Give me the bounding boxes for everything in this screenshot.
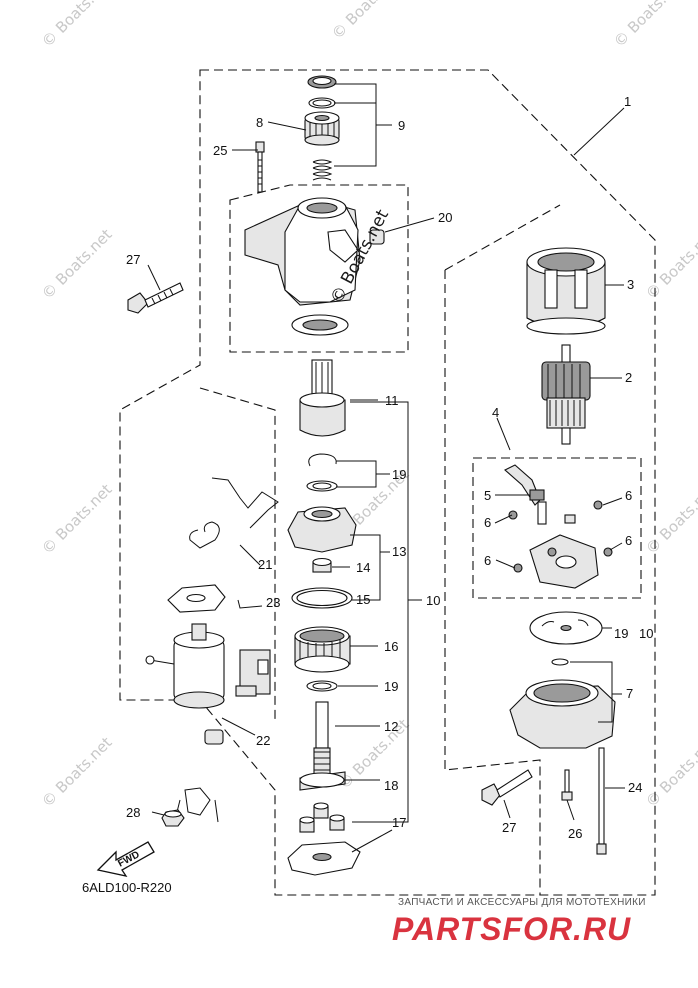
callout-bracket-13 xyxy=(332,534,390,601)
watermark-top-right: © Boats.net xyxy=(610,0,688,51)
part-19-washer-lower xyxy=(306,680,338,692)
callout-19-lower: 19 xyxy=(384,679,398,694)
part-2-armature xyxy=(541,344,591,445)
part-24-long-bolt xyxy=(596,747,607,855)
callout-18: 18 xyxy=(384,778,398,793)
callout-12: 12 xyxy=(384,719,398,734)
callout-14: 14 xyxy=(356,560,370,575)
footer-brand: ЗАПЧАСТИ И АКСЕССУАРЫ ДЛЯ МОТОТЕХНИКИ PA… xyxy=(392,897,646,947)
callout-20: 20 xyxy=(438,210,452,225)
callout-bracket-9 xyxy=(334,83,392,167)
watermark-right-middle: © Boats.net xyxy=(642,480,698,558)
callout-23: 23 xyxy=(266,595,280,610)
callout-10-b: 10 xyxy=(639,626,653,641)
callout-26: 26 xyxy=(568,826,582,841)
part-3-yoke xyxy=(526,247,606,335)
diagram-code: 6ALD100-R220 xyxy=(82,880,172,895)
watermark-left-upper: © Boats.net xyxy=(38,225,116,303)
callout-19-upper: 19 xyxy=(392,467,406,482)
callout-7: 7 xyxy=(626,686,633,701)
part-14-bearing xyxy=(312,557,332,573)
callout-21: 21 xyxy=(258,557,272,572)
callout-16: 16 xyxy=(384,639,398,654)
drive-housing-boundary xyxy=(229,184,409,353)
watermark-top-left: © Boats.net xyxy=(38,0,116,51)
callout-24: 24 xyxy=(628,780,642,795)
callout-3: 3 xyxy=(627,277,634,292)
callout-6-c: 6 xyxy=(625,533,632,548)
callout-6-a: 6 xyxy=(625,488,632,503)
part-20-drive-housing xyxy=(244,197,385,336)
fwd-arrow-icon: FWD xyxy=(96,841,155,877)
part-26-screw xyxy=(561,769,573,801)
watermark-center-2: © Boats.net xyxy=(335,715,413,793)
watermark-top-center: © Boats.net xyxy=(328,0,406,43)
watermark-left-middle: © Boats.net xyxy=(38,480,116,558)
callout-8: 8 xyxy=(256,115,263,130)
callout-15: 15 xyxy=(356,592,370,607)
callout-1: 1 xyxy=(624,94,631,109)
callout-25: 25 xyxy=(213,143,227,158)
callout-bracket-10 xyxy=(335,401,422,823)
callout-27-lower: 27 xyxy=(502,820,516,835)
callout-4: 4 xyxy=(492,405,499,420)
callout-labels: 1 8 9 25 20 27 3 2 11 4 19 5 6 6 6 13 6 … xyxy=(126,94,653,841)
left-middle-boundary xyxy=(199,387,276,720)
callout-13: 13 xyxy=(392,544,406,559)
callout-5: 5 xyxy=(484,488,491,503)
watermark-left-lower: © Boats.net xyxy=(38,733,116,811)
part-19-end-plate xyxy=(529,611,603,645)
brand-subtitle: ЗАПЧАСТИ И АКСЕССУАРЫ ДЛЯ МОТОТЕХНИКИ xyxy=(398,897,646,908)
callout-bracket-7 xyxy=(570,661,622,723)
brush-holder-boundary xyxy=(472,457,642,599)
callout-bracket-19 xyxy=(336,460,390,488)
assembly-outer-boundary xyxy=(119,69,656,896)
part-15-ring xyxy=(291,587,353,609)
callout-9: 9 xyxy=(398,118,405,133)
callout-28: 28 xyxy=(126,805,140,820)
callout-27-upper: 27 xyxy=(126,252,140,267)
leader-lines xyxy=(147,107,625,821)
part-4-brush-holder xyxy=(504,464,613,589)
callout-6-d: 6 xyxy=(484,553,491,568)
part-25-bolt xyxy=(255,141,265,193)
part-11-shaft xyxy=(299,359,346,437)
watermark-right-upper: © Boats.net xyxy=(642,225,698,303)
callout-19-right: 19 xyxy=(614,626,628,641)
callout-bracket-17 xyxy=(351,829,393,853)
part-7-end-cover xyxy=(509,658,616,749)
callout-22: 22 xyxy=(256,733,270,748)
callout-11: 11 xyxy=(385,393,399,408)
callout-6-b: 6 xyxy=(484,515,491,530)
part-27-bolt-lower xyxy=(481,769,533,806)
part-17-plate xyxy=(287,841,361,876)
brand-name: PARTSFOR.RU xyxy=(392,911,631,947)
part-19-clip-washer-upper xyxy=(306,453,338,492)
callout-17: 17 xyxy=(392,815,406,830)
part-18-planet-gears xyxy=(299,802,345,833)
part-21-lever xyxy=(189,477,279,549)
part-magnetic-switch xyxy=(145,623,225,745)
part-12-shaft xyxy=(299,701,346,791)
callout-2: 2 xyxy=(625,370,632,385)
part-16-internal-gear xyxy=(294,626,351,673)
part-9-pinion-set xyxy=(304,75,340,181)
inner-right-boundary xyxy=(444,204,561,895)
part-13-gear-carrier xyxy=(287,506,357,553)
watermark-right-lower: © Boats.net xyxy=(642,733,698,811)
callout-10-a: 10 xyxy=(426,593,440,608)
part-27-bolt-upper xyxy=(127,282,184,314)
part-23-gasket xyxy=(167,584,271,697)
part-28-nut xyxy=(161,809,185,827)
